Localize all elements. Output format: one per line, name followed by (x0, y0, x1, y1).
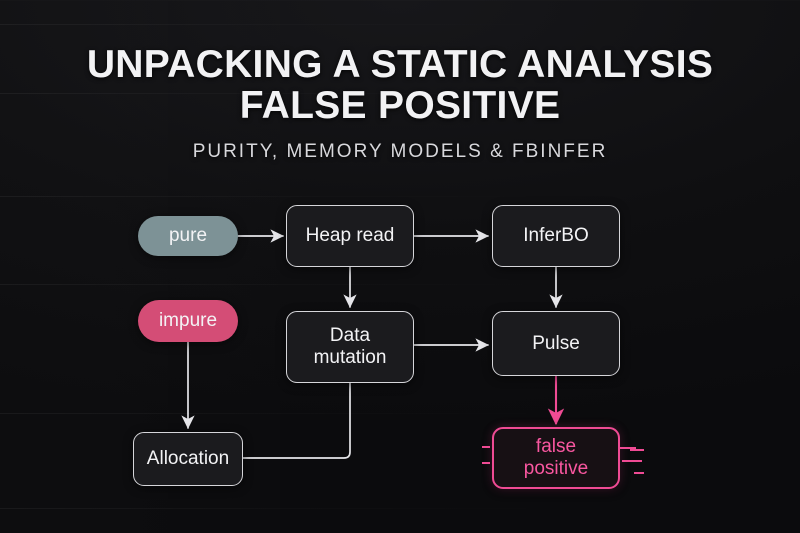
node-data-mutation-label-line-2: mutation (313, 347, 387, 368)
node-impure[interactable]: impure (138, 300, 238, 342)
node-allocation-label: Allocation (146, 448, 230, 469)
edge-allocation-to-data-mutation (241, 382, 351, 459)
node-pure-label: pure (168, 225, 208, 246)
node-data-mutation[interactable]: Data mutation (286, 311, 414, 383)
page-title: UNPACKING A STATIC ANALYSIS FALSE POSITI… (0, 44, 800, 126)
node-pulse-label: Pulse (532, 332, 580, 354)
node-pure[interactable]: pure (138, 216, 238, 256)
node-impure-label: impure (158, 310, 218, 331)
node-heap-read[interactable]: Heap read (286, 205, 414, 267)
title-line-1: UNPACKING A STATIC ANALYSIS (86, 43, 714, 86)
false-positive-tick-marks-right (620, 427, 664, 489)
node-inferbo-label: InferBO (523, 225, 589, 246)
node-false-positive-label-line-1: false (535, 436, 577, 457)
page-subtitle: PURITY, MEMORY MODELS & FBINFER (192, 141, 608, 162)
node-heap-read-label: Heap read (305, 225, 395, 246)
node-false-positive-label-line-2: positive (523, 458, 589, 479)
node-inferbo[interactable]: InferBO (492, 205, 620, 267)
node-false-positive[interactable]: false positive (492, 427, 620, 489)
node-pulse[interactable]: Pulse (492, 311, 620, 376)
node-allocation[interactable]: Allocation (133, 432, 243, 486)
title-line-2: FALSE POSITIVE (239, 84, 561, 127)
node-data-mutation-label-line-1: Data (329, 325, 371, 346)
